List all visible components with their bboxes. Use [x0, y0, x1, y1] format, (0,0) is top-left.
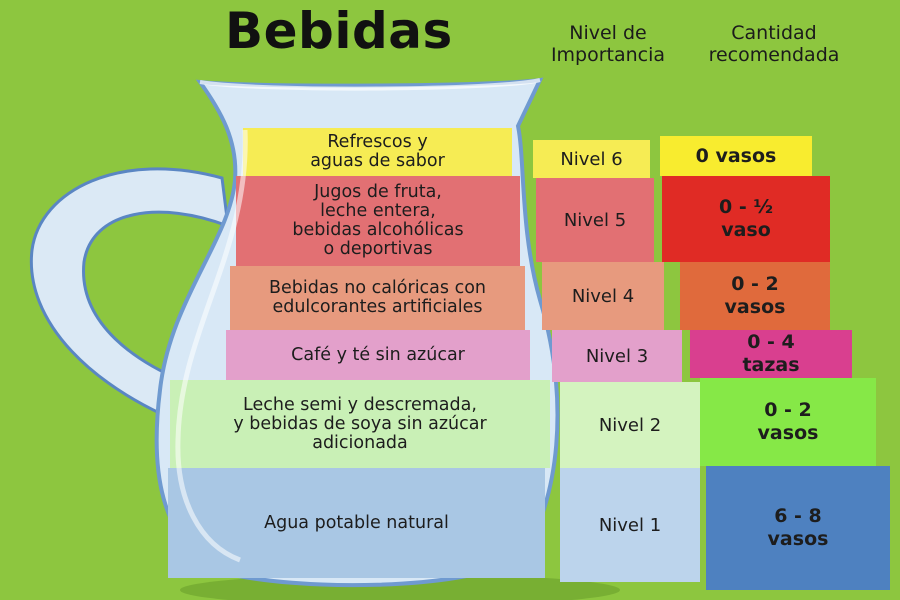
drink-layer: [230, 266, 525, 330]
drink-label: Bebidas no calóricas con edulcorantes ar…: [268, 278, 487, 317]
drink-layer: [236, 176, 520, 266]
drink-layer: [170, 380, 550, 468]
level-band: [552, 330, 682, 382]
drink-label: Jugos de fruta, leche entera, bebidas al…: [292, 182, 464, 259]
level-band: [536, 178, 654, 262]
level-band: [560, 382, 700, 468]
amount-band: [660, 136, 812, 176]
amount-band: [680, 262, 830, 330]
drink-label: Refrescos y aguas de sabor: [310, 132, 445, 171]
drink-layer: [243, 128, 512, 176]
jug-rim: [199, 78, 541, 91]
amount-label: 0 - 4 tazas: [742, 331, 800, 376]
level-band: [542, 262, 664, 330]
level-label: Nivel 1: [598, 514, 662, 536]
page-title: Bebidas: [225, 2, 453, 60]
drink-layer: [226, 330, 530, 380]
jug-highlight: [175, 129, 248, 563]
amount-band: [700, 378, 876, 466]
level-label: Nivel 5: [563, 209, 627, 231]
amount-label: 0 vasos: [695, 144, 777, 167]
amount-label: 6 - 8 vasos: [767, 505, 829, 550]
drink-label: Leche semi y descremada, y bebidas de so…: [233, 394, 487, 453]
amount-band: [662, 176, 830, 262]
level-label: Nivel 6: [560, 148, 623, 170]
level-band: [533, 140, 650, 178]
level-band: [560, 468, 700, 582]
level-label: Nivel 4: [571, 285, 635, 307]
level-label: Nivel 3: [585, 345, 649, 367]
header-amount: Cantidad recomendada: [708, 22, 840, 66]
drink-label: Café y té sin azúcar: [291, 344, 465, 365]
amount-band: [690, 330, 852, 378]
amount-label: 0 - ½ vaso: [718, 196, 773, 241]
drink-layer: [168, 468, 545, 578]
amount-band: [706, 466, 890, 590]
drink-label: Agua potable natural: [264, 512, 449, 533]
amount-label: 0 - 2 vasos: [724, 273, 786, 318]
header-importance: Nivel de Importancia: [550, 22, 666, 66]
amount-label: 0 - 2 vasos: [757, 399, 819, 444]
level-label: Nivel 2: [598, 414, 662, 436]
